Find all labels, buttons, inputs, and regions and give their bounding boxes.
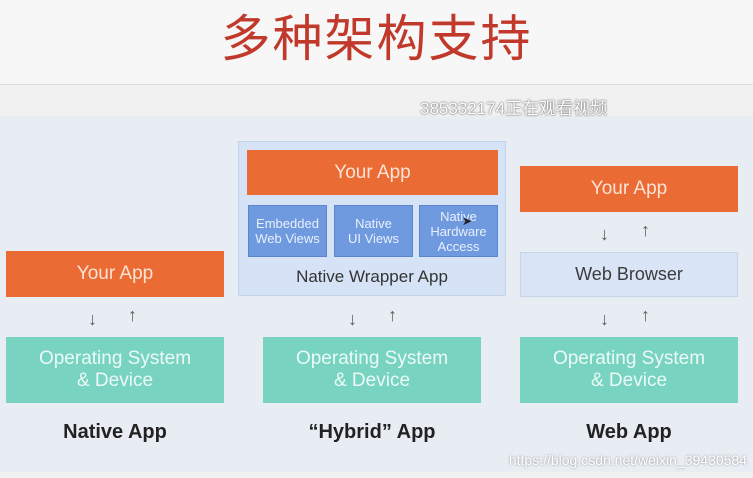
web-browser-label: Web Browser [575,264,683,284]
hybrid-os-line2: & Device [333,370,411,391]
web-browser: Web Browser [520,252,738,297]
hybrid-your-app-label: Your App [334,161,411,183]
down-arrow-icon: ↓ [600,309,609,329]
native-os-line1: Operating System [38,348,192,369]
down-arrow-icon: ↓ [600,224,609,244]
web-your-app-label: Your App [590,178,668,199]
hw-line1: Native [440,208,477,224]
mouse-cursor-icon: ➤ [462,214,473,228]
native-your-app-label: Your App [76,263,154,284]
web-app-label: Web App [586,421,672,443]
native-os-device: Operating System & Device [6,337,224,403]
viewer-overlay-text: 385332174正在观看视频 [420,99,608,118]
embedded-line2: Web Views [255,231,320,246]
native-app-label: Native App [63,421,167,443]
wrapper-label: Native Wrapper App [296,267,448,286]
up-arrow-icon: ↑ [641,220,650,240]
up-arrow-icon: ↑ [641,305,650,325]
native-os-line2: & Device [76,370,154,391]
up-arrow-icon: ↑ [128,305,137,325]
web-os-line2: & Device [590,370,668,391]
source-watermark: https://blog.csdn.net/weixin_39430584 [508,452,747,468]
hybrid-os-line1: Operating System [295,348,449,369]
native-ui-views: Native UI Views [334,205,413,257]
embedded-web-views: Embedded Web Views [248,205,327,257]
native-ui-line2: UI Views [347,231,400,246]
native-wrapper-app: Native Wrapper App [238,263,506,291]
native-your-app: Your App [6,251,224,297]
web-os-device: Operating System & Device [520,337,738,403]
down-arrow-icon: ↓ [88,309,97,329]
embedded-line1: Embedded [256,216,319,231]
web-your-app: Your App [520,166,738,212]
native-hardware-access: Native Hardware Access [419,205,498,257]
page-title: 多种架构支持 [0,0,753,85]
hw-line3: Access [437,238,480,254]
down-arrow-icon: ↓ [348,309,357,329]
hybrid-os-device: Operating System & Device [263,337,481,403]
hybrid-your-app: Your App [247,150,498,195]
native-ui-line1: Native [355,216,392,231]
up-arrow-icon: ↑ [388,305,397,325]
hw-line2: Hardware [430,223,487,239]
web-os-line1: Operating System [552,348,706,369]
hybrid-app-label: “Hybrid” App [308,421,436,443]
